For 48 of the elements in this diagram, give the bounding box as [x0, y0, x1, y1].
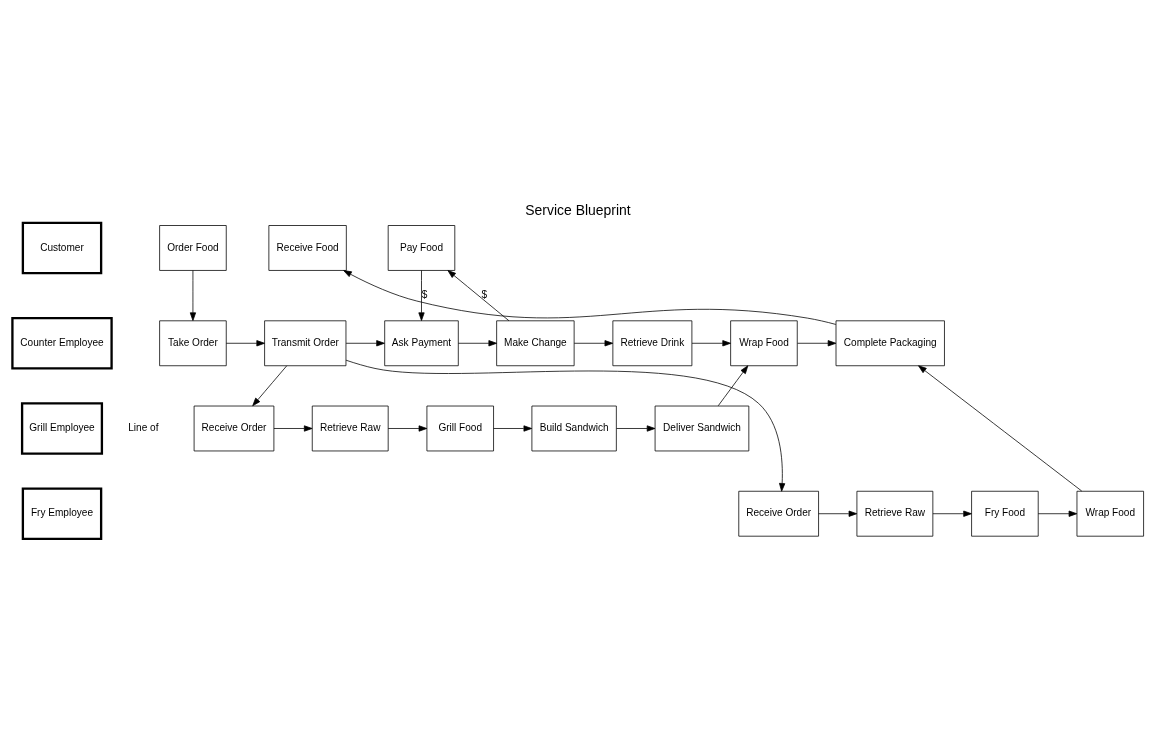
arrow: [387, 425, 428, 432]
node-box: Retrieve Raw: [311, 405, 389, 452]
arrow: [458, 340, 497, 347]
node-box: Retrieve Raw: [856, 490, 934, 537]
node-box: Complete Packaging: [835, 320, 945, 367]
node-box: Wrap Food: [1076, 490, 1144, 537]
node-box: Fry Food: [971, 490, 1039, 537]
node-box: Ask Payment: [384, 320, 459, 367]
arrow: [691, 340, 731, 347]
arrow: [273, 425, 313, 432]
node-box: Transmit Order: [264, 320, 347, 367]
edge-label: $: [481, 289, 488, 301]
node-box: Fry Employee: [21, 487, 103, 541]
node-box: Build Sandwich: [531, 405, 617, 452]
arrow: [225, 340, 265, 347]
arrow: [447, 270, 510, 322]
node-box: Order Food: [159, 225, 227, 271]
node-box: Counter Employee: [11, 316, 113, 370]
diagram-title: Service Blueprint: [525, 202, 631, 219]
node-box: Deliver Sandwich: [654, 405, 750, 452]
arrow: [493, 425, 533, 432]
arrow: [573, 340, 614, 347]
node-box: Customer: [21, 221, 103, 275]
arrow: [418, 270, 425, 321]
node-box: Receive Order: [738, 490, 819, 537]
arrow: [918, 365, 1083, 492]
node-box: Pay Food: [387, 225, 456, 271]
arrow: [797, 340, 837, 347]
node-box: Grill Employee: [20, 402, 104, 455]
arrow: [189, 270, 197, 321]
node-box: Receive Order: [193, 405, 275, 452]
edge-label: $: [421, 289, 428, 301]
arrow: [1037, 510, 1078, 517]
arrow: [345, 359, 786, 492]
node-box: Wrap Food: [730, 320, 798, 367]
node-box: Make Change: [496, 320, 575, 367]
node-box: Receive Food: [268, 225, 347, 271]
node-box: Take Order: [159, 320, 227, 367]
node-box: Grill Food: [426, 405, 494, 452]
arrow: [932, 510, 972, 517]
arrow: [818, 510, 858, 517]
arrow: [345, 340, 385, 347]
arrow: [252, 365, 288, 407]
node-box: Retrieve Drink: [612, 320, 693, 367]
label: Line of: [128, 422, 159, 434]
arrow: [616, 425, 656, 432]
arrow: [343, 270, 837, 325]
arrow: [717, 365, 749, 407]
